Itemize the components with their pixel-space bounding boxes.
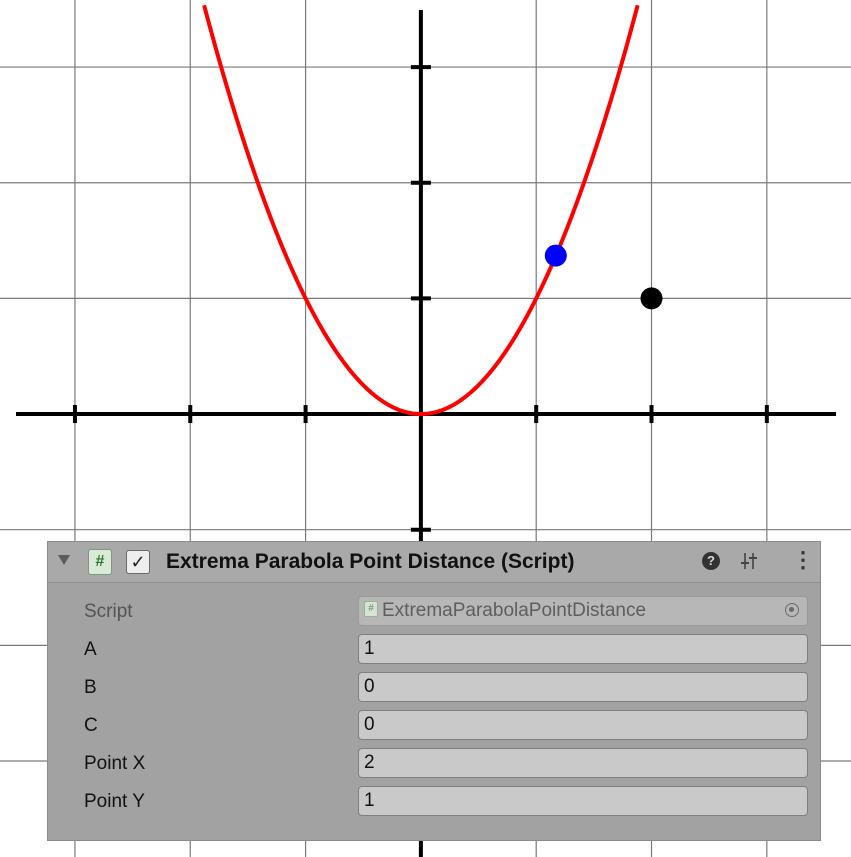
component-enabled-checkbox[interactable]: ✓ (126, 550, 150, 574)
field-c-input[interactable]: 0 (358, 710, 808, 740)
component-header: # ✓ Extrema Parabola Point Distance (Scr… (48, 542, 820, 583)
field-row-c: C 0 (48, 707, 820, 745)
field-a-label: A (84, 639, 97, 660)
parabola-curve (202, 4, 640, 417)
field-point-y-input[interactable]: 1 (358, 786, 808, 816)
object-picker-icon[interactable] (785, 603, 799, 617)
script-asset-icon: # (364, 600, 378, 617)
help-icon[interactable]: ? (702, 552, 720, 570)
field-point-y-label: Point Y (84, 791, 145, 812)
component-title: Extrema Parabola Point Distance (Script) (166, 550, 575, 573)
script-component-inspector: # ✓ Extrema Parabola Point Distance (Scr… (48, 542, 820, 840)
field-point-x-input[interactable]: 2 (358, 748, 808, 778)
field-b-label: B (84, 677, 97, 698)
fold-arrow-icon[interactable] (58, 555, 70, 565)
field-row-point-x: Point X 2 (48, 745, 820, 783)
field-row-point-y: Point Y 1 (48, 783, 820, 821)
closest-point-on-parabola (544, 244, 567, 267)
field-c-label: C (84, 715, 98, 736)
script-field-label: Script (84, 601, 133, 622)
script-field-value: ExtremaParabolaPointDistance (382, 600, 647, 621)
presets-icon[interactable] (740, 551, 758, 576)
kebab-menu-icon[interactable]: ⋮ (792, 547, 814, 572)
script-field[interactable]: #ExtremaParabolaPointDistance (358, 596, 808, 626)
script-field-row: Script #ExtremaParabolaPointDistance (48, 593, 820, 631)
target-point (640, 287, 663, 310)
field-row-a: A 1 (48, 631, 820, 669)
field-point-x-label: Point X (84, 753, 146, 774)
field-row-b: B 0 (48, 669, 820, 707)
field-b-input[interactable]: 0 (358, 672, 808, 702)
script-hash-icon: # (88, 549, 112, 575)
field-a-input[interactable]: 1 (358, 634, 808, 664)
